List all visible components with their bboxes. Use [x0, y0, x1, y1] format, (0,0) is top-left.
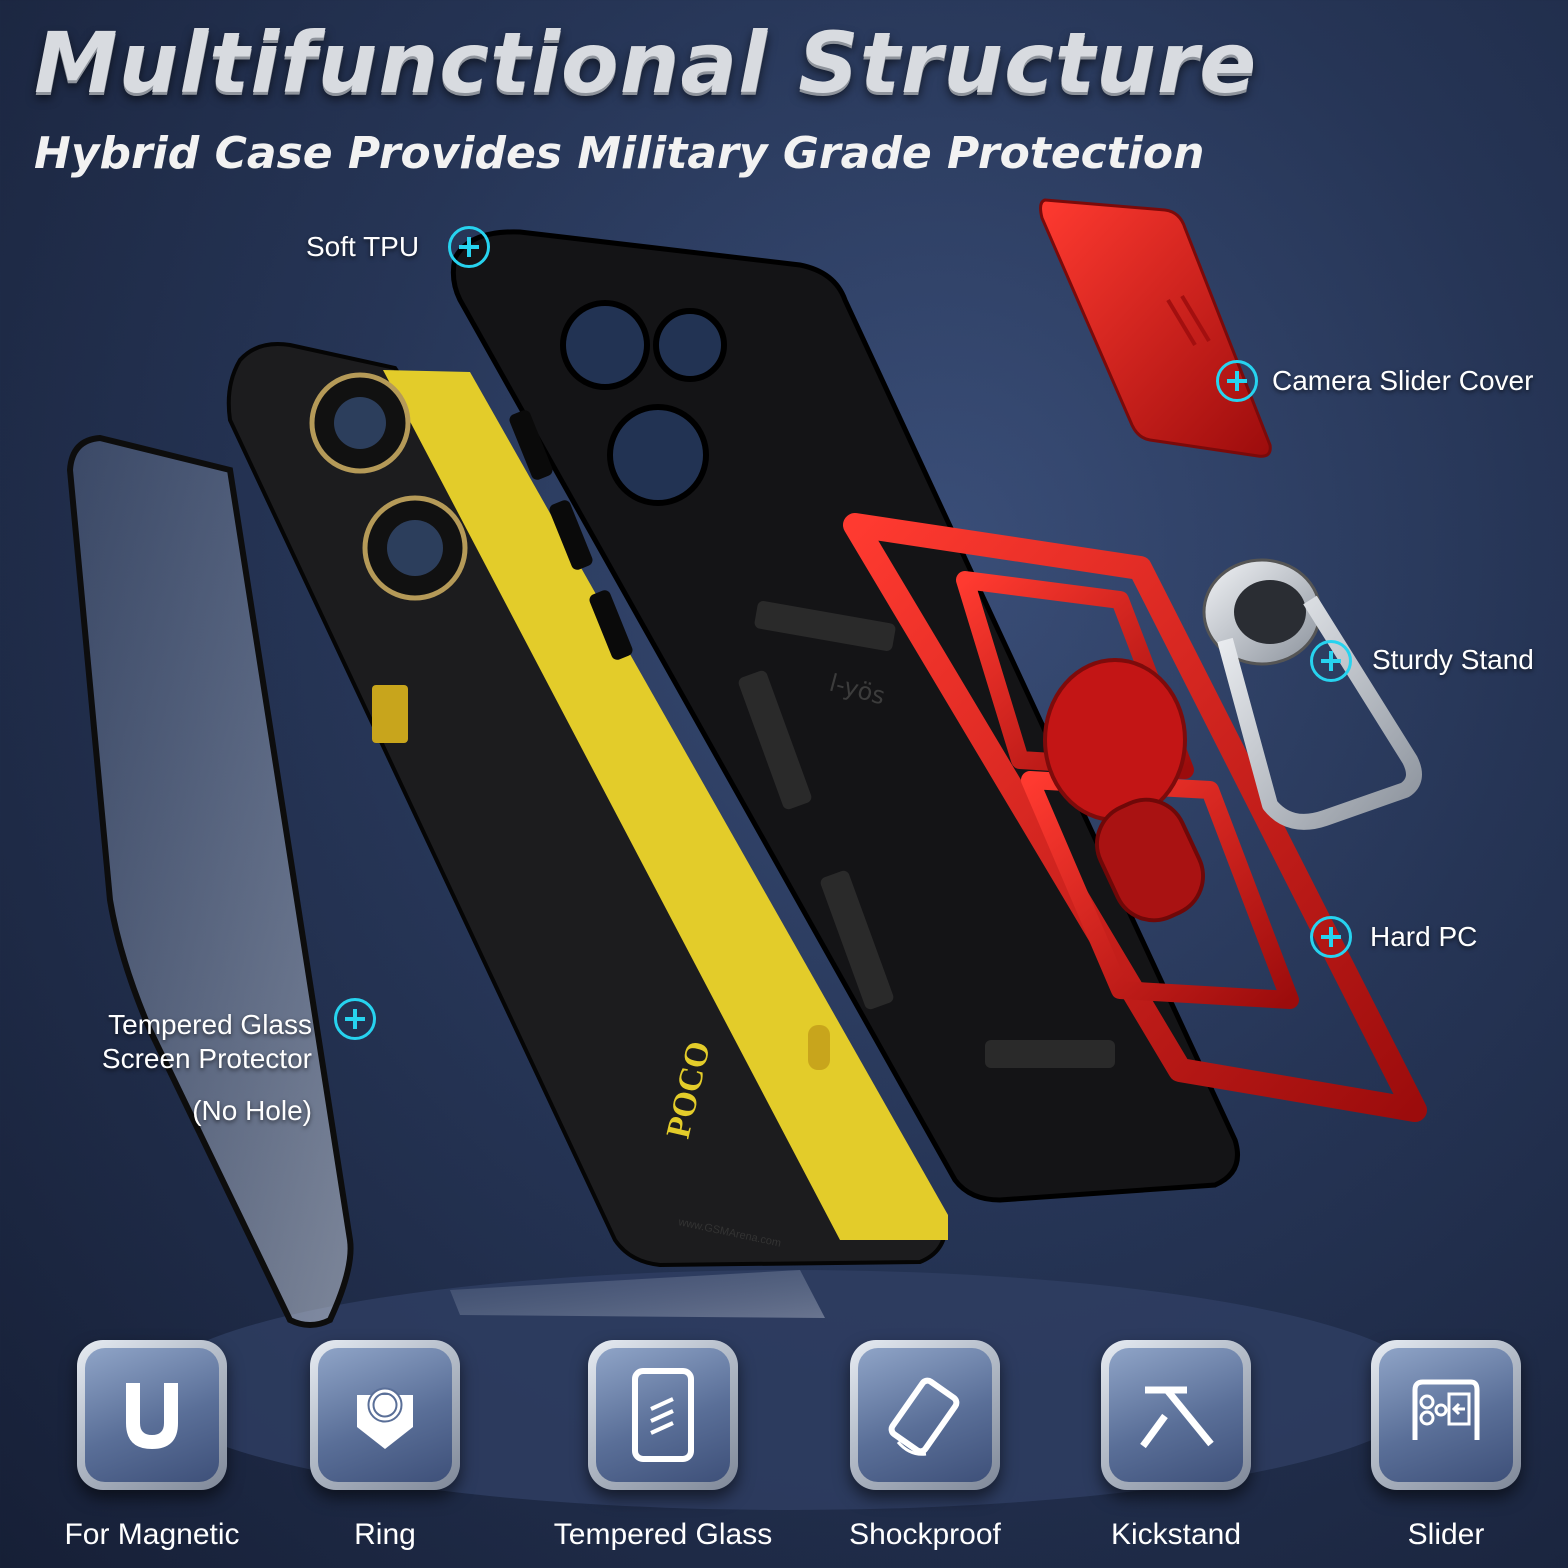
- callout-tempered-glass-line1: Tempered Glass: [108, 1009, 312, 1040]
- page-title: Multifunctional Structure: [34, 14, 1258, 112]
- callout-hard-pc: Hard PC: [1370, 921, 1478, 952]
- feature-for-magnetic: For Magnetic: [27, 1340, 277, 1552]
- feature-label: Shockproof: [849, 1518, 1001, 1551]
- ring-icon: [357, 1387, 413, 1449]
- page-subtitle: Hybrid Case Provides Military Grade Prot…: [34, 128, 1205, 179]
- feature-label: For Magnetic: [64, 1518, 240, 1551]
- feature-kickstand: Kickstand: [1051, 1340, 1301, 1552]
- feature-label: Slider: [1407, 1518, 1485, 1551]
- screen-protector: [66, 434, 825, 1328]
- feature-slider: Slider: [1321, 1340, 1568, 1552]
- feature-label: Tempered Glass: [553, 1518, 773, 1551]
- soft-tpu-case: [450, 229, 1240, 1203]
- callout-soft-tpu: Soft TPU: [306, 231, 420, 262]
- sturdy-stand-plus-icon: [1310, 640, 1352, 682]
- soft-tpu-plus-icon: [448, 226, 490, 268]
- callout-camera-slider-cover: Camera Slider Cover: [1272, 365, 1534, 396]
- phone-body: [226, 342, 948, 1268]
- kickstand-icon: [1140, 1386, 1214, 1449]
- slider-icon: [1412, 1379, 1480, 1440]
- callout-tempered-glass-line2: Screen Protector: [101, 1043, 312, 1074]
- camera-slider-cover-part: [1039, 198, 1272, 458]
- callout-tempered-glass-line3: (No Hole): [192, 1095, 312, 1126]
- callout-sturdy-stand: Sturdy Stand: [1372, 644, 1534, 675]
- shockproof-icon: [888, 1377, 960, 1456]
- tempered-glass-plus-icon: [334, 998, 376, 1040]
- feature-tempered-glass: Tempered Glass: [538, 1340, 788, 1552]
- hard-pc-ring-holder: [1043, 658, 1205, 923]
- camera-slider-plus-icon: [1216, 360, 1258, 402]
- magnet-icon: [126, 1383, 178, 1449]
- feature-shockproof: Shockproof: [800, 1340, 1050, 1552]
- hard-pc-plus-icon: [1310, 916, 1352, 958]
- sturdy-stand-part: [1202, 558, 1422, 830]
- feature-label: Kickstand: [1110, 1518, 1242, 1551]
- feature-label: Ring: [354, 1518, 416, 1551]
- tempered-glass-icon: [632, 1368, 694, 1462]
- feature-ring: Ring: [260, 1340, 510, 1552]
